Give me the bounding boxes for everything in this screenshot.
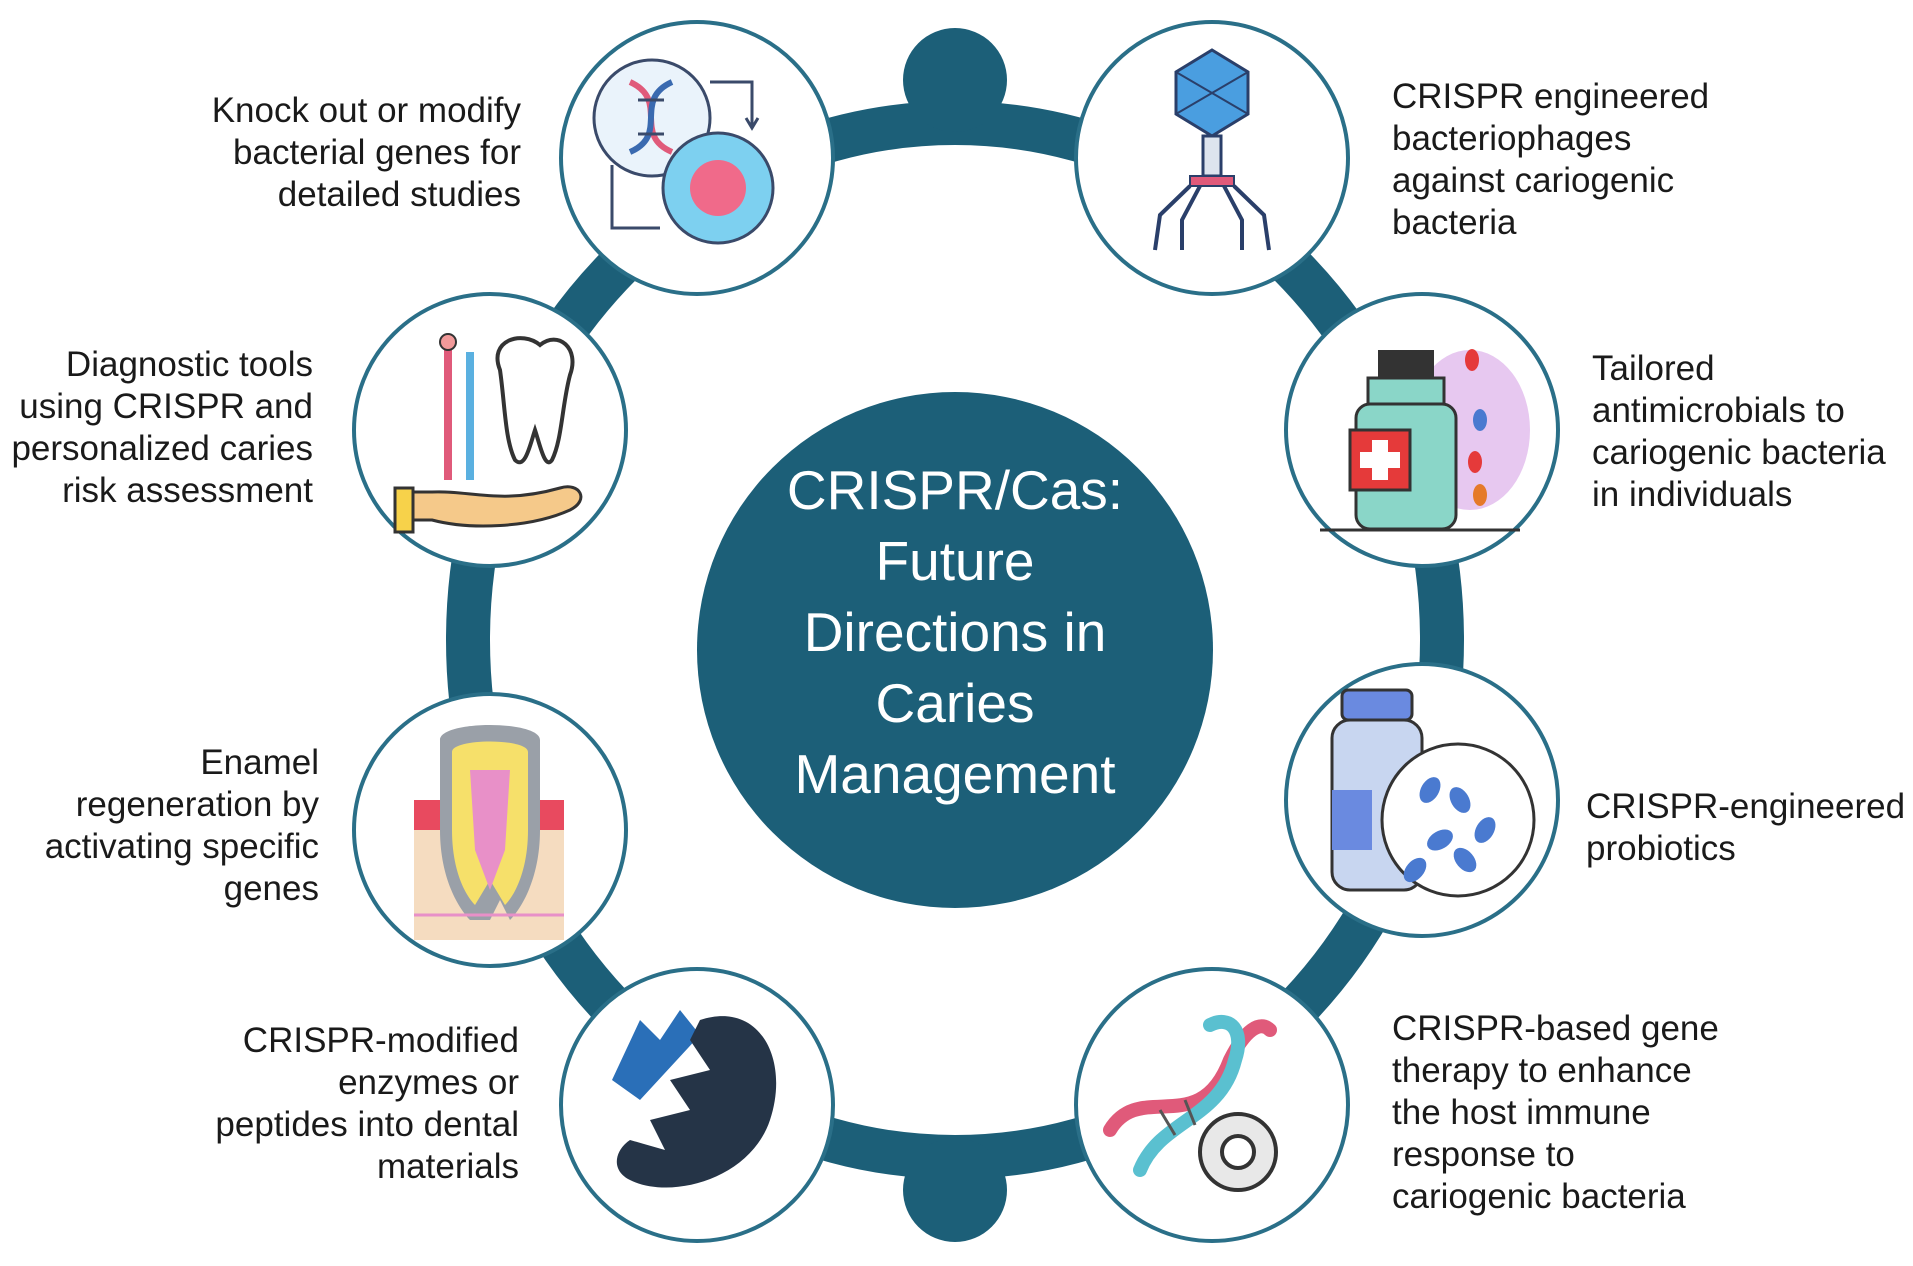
label-line: response to [1392, 1135, 1575, 1174]
center-title-line: Directions in [803, 601, 1107, 663]
label-line: Knock out or modify [211, 91, 521, 130]
label-diagnostic-tools: Diagnostic tools using CRISPR and person… [11, 344, 313, 512]
probiotics-icon [1330, 688, 1536, 898]
tooth-cross-section-icon [414, 725, 564, 940]
node-diagnostic-tools [352, 292, 628, 568]
center-title-line: CRISPR/Cas: [786, 459, 1124, 521]
label-line: against cariogenic [1392, 161, 1675, 200]
center-title-line: Management [794, 743, 1116, 805]
node-antimicrobials [1284, 292, 1560, 568]
label-line: risk assessment [62, 471, 313, 510]
label-line: CRISPR-modified [242, 1021, 519, 1060]
label-line: Tailored [1592, 349, 1715, 388]
label-line: personalized caries [11, 429, 313, 468]
node-gene-knockout [559, 20, 835, 296]
label-antimicrobials: Tailored antimicrobials to cariogenic ba… [1592, 348, 1886, 516]
label-line: using CRISPR and [19, 387, 313, 426]
label-line: Diagnostic tools [65, 345, 313, 384]
label-line: in individuals [1592, 475, 1793, 514]
label-line: regeneration by [75, 785, 319, 824]
label-line: genes [223, 869, 319, 908]
top-connector-dot [903, 28, 1007, 132]
antimicrobial-bottle-icon [1320, 349, 1530, 532]
label-line: antimicrobials to [1592, 391, 1845, 430]
center-title-line: Future [875, 530, 1035, 592]
label-line: Enamel [200, 743, 319, 782]
label-gene-knockout: Knock out or modify bacterial genes for … [212, 90, 521, 216]
node-enamel-regeneration [352, 692, 628, 968]
label-line: CRISPR-based gene [1392, 1009, 1719, 1048]
node-bacteriophage [1074, 20, 1350, 296]
label-line: bacteria [1392, 203, 1517, 242]
label-line: bacterial genes for [233, 133, 521, 172]
label-line: detailed studies [277, 175, 521, 214]
diagnostic-tools-icon [393, 333, 583, 534]
label-line: cariogenic bacteria [1592, 433, 1886, 472]
label-line: activating specific [44, 827, 319, 866]
label-line: CRISPR engineered [1392, 77, 1710, 116]
label-enamel-regeneration: Enamel regeneration by activating specif… [45, 742, 319, 910]
enzyme-peptide-icon [612, 1010, 777, 1188]
center-title: CRISPR/Cas: Future Directions in Caries … [700, 455, 1210, 810]
dna-gene-therapy-icon [1103, 1014, 1278, 1192]
label-gene-therapy: CRISPR-based gene therapy to enhance the… [1392, 1008, 1719, 1218]
gene-knockout-icon [592, 58, 775, 245]
label-line: CRISPR-engineered [1586, 787, 1906, 826]
node-probiotics [1284, 662, 1560, 938]
label-bacteriophage: CRISPR engineered bacteriophages against… [1392, 76, 1709, 244]
node-enzymes-peptides [559, 967, 835, 1243]
node-gene-therapy [1074, 967, 1350, 1243]
label-line: therapy to enhance [1392, 1051, 1692, 1090]
label-line: cariogenic bacteria [1392, 1177, 1686, 1216]
center-circle [697, 392, 1213, 908]
label-line: bacteriophages [1392, 119, 1632, 158]
label-probiotics: CRISPR-engineered probiotics [1586, 786, 1905, 870]
label-line: the host immune [1392, 1093, 1651, 1132]
label-line: probiotics [1586, 829, 1736, 868]
bottom-connector-dot [903, 1138, 1007, 1242]
label-enzymes-peptides: CRISPR-modified enzymes or peptides into… [215, 1020, 519, 1188]
center-title-line: Caries [875, 672, 1035, 734]
bacteriophage-icon [1153, 48, 1271, 251]
label-line: peptides into dental [215, 1105, 519, 1144]
label-line: enzymes or [338, 1063, 519, 1102]
label-line: materials [377, 1147, 519, 1186]
